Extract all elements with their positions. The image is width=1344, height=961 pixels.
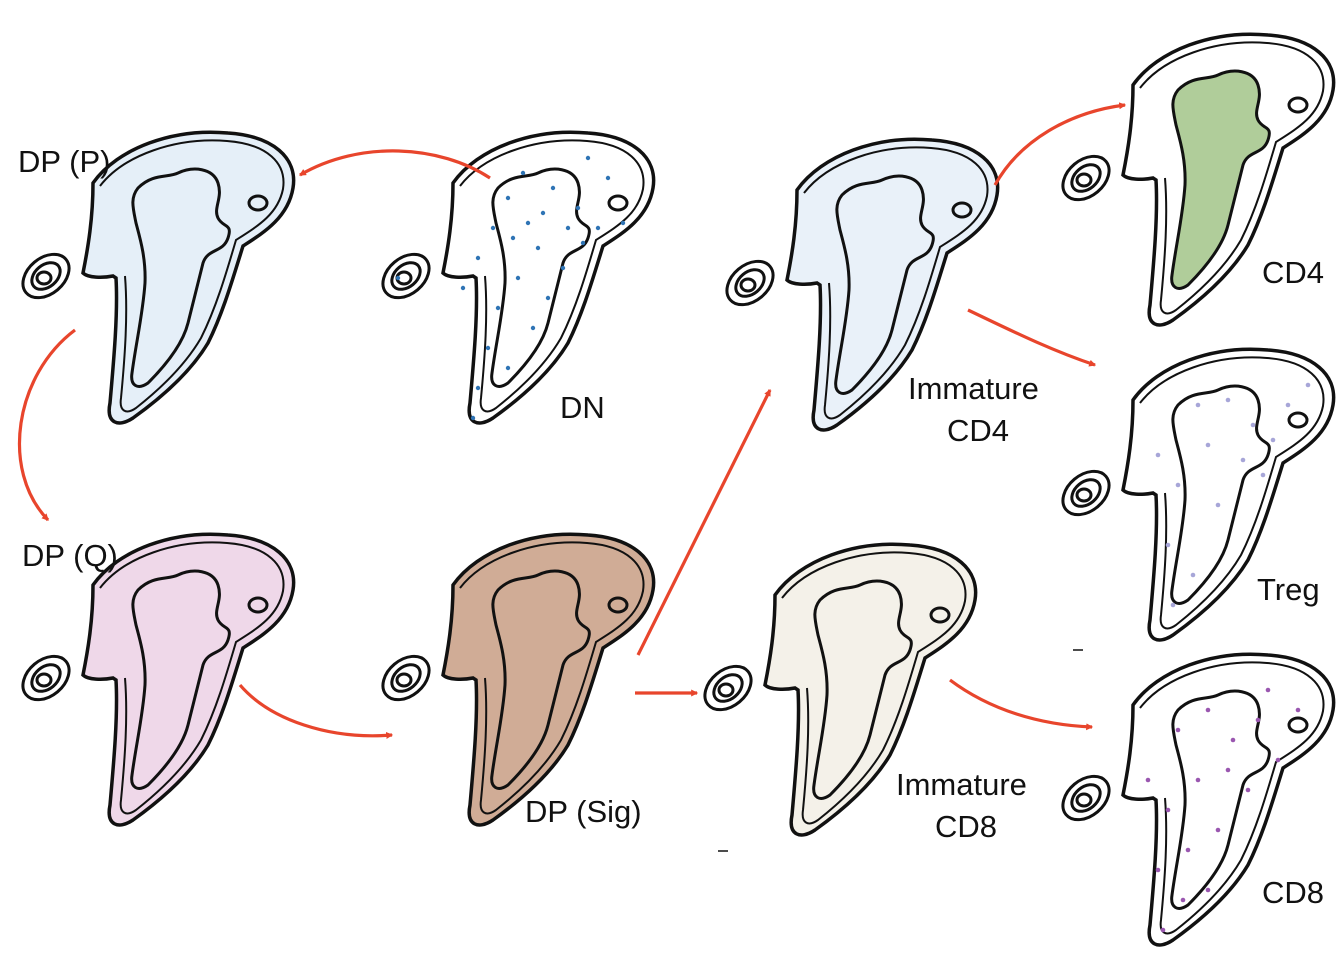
panel-immature-cd4 — [716, 137, 1000, 432]
panel-dp-sig — [372, 532, 656, 827]
label-immature-cd8-line1: Immature — [896, 767, 1027, 802]
panel-dp-q — [12, 532, 296, 827]
label-dp-sig: DP (Sig) — [525, 794, 642, 829]
arrow-dp-sig-to-immature-cd4 — [636, 388, 772, 656]
panel-cd4-fill — [1171, 71, 1270, 289]
panel-cd8 — [1052, 652, 1336, 947]
label-immature-cd4-line2: CD4 — [947, 413, 1009, 448]
label-cd4: CD4 — [1262, 255, 1324, 290]
label-cd8: CD8 — [1262, 875, 1324, 910]
arrow-immature-cd4-to-cd4 — [993, 102, 1127, 186]
cd8-scatter — [1145, 687, 1301, 933]
label-dp-p: DP (P) — [18, 144, 110, 179]
label-immature-cd4-line1: Immature — [908, 371, 1039, 406]
panel-immature-cd8 — [694, 542, 978, 837]
label-dp-q: DP (Q) — [22, 538, 118, 573]
label-treg: Treg — [1257, 572, 1320, 607]
panel-treg — [1052, 347, 1336, 642]
arrow-dp-q-to-dp-sig — [238, 683, 394, 739]
arrow-dn-to-dp-p — [298, 149, 491, 180]
arrow-immature-cd8-to-cd8 — [949, 678, 1094, 731]
panel-dp-p — [12, 130, 296, 425]
treg-scatter — [1155, 382, 1311, 608]
label-immature-cd8-line2: CD8 — [935, 809, 997, 844]
dn-scatter — [395, 155, 626, 421]
panel-dn — [372, 130, 656, 425]
panel-cd4 — [1052, 32, 1336, 327]
label-dn: DN — [560, 390, 605, 425]
arrow-dp-p-to-dp-q — [18, 328, 76, 522]
transition-arrows — [18, 102, 1127, 739]
arrow-immature-cd4-to-treg — [967, 308, 1097, 367]
